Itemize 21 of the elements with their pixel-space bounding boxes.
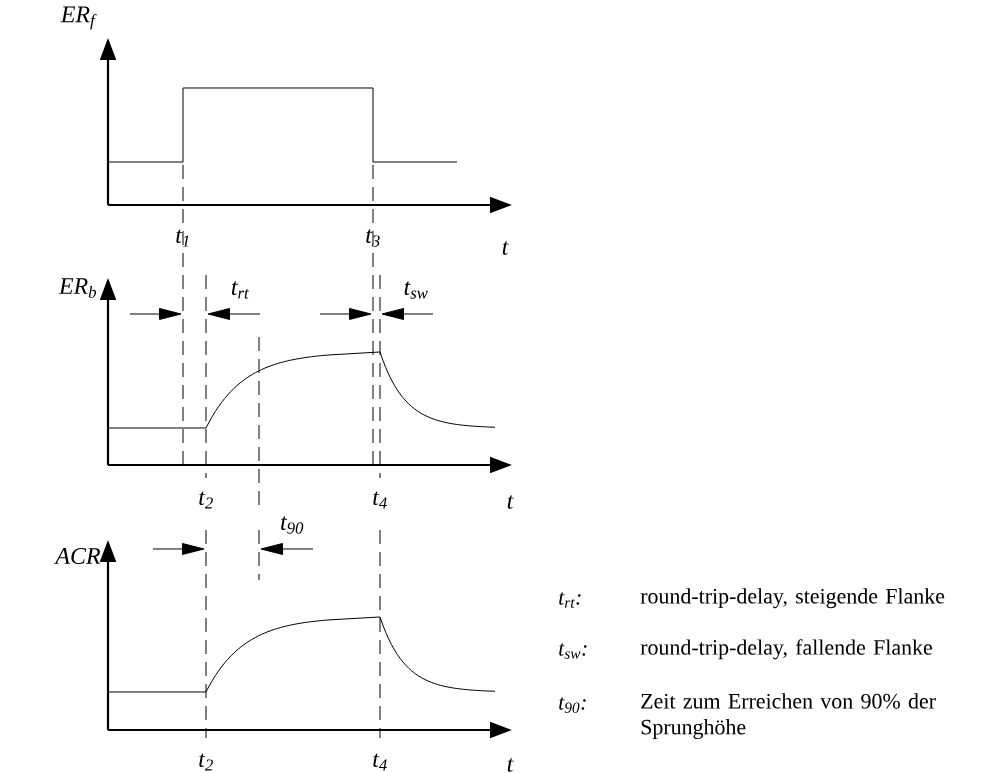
legend-symbol: t$_{rt}$:: [559, 592, 581, 608]
legend-symbol: t$_{90}$:: [559, 697, 586, 713]
legend-description: Zeit zum Erreichen von 90% der Sprunghöhe: [641, 693, 936, 740]
time-label: t$_{3}$: [366, 229, 380, 247]
time-label: t: [502, 241, 509, 255]
time-label: t$_{sw}$: [404, 281, 428, 299]
axis-label: ER$_{f}$: [60, 6, 97, 30]
time-label: t$_{4}$: [373, 491, 387, 509]
time-label: t$_{90}$: [281, 516, 304, 534]
time-label: t: [507, 495, 514, 509]
time-label: t$_{4}$: [373, 753, 387, 771]
axis-label: ER$_{b}$: [58, 278, 97, 298]
time-label: t$_{rt}$: [231, 281, 249, 299]
time-label: t: [507, 758, 514, 772]
time-label: t$_{2}$: [199, 753, 213, 771]
legend-symbol: t$_{sw}$:: [559, 643, 587, 659]
legend-description: round-trip-delay, steigende Flanke: [640, 588, 945, 609]
axis-label: ACR: [54, 547, 101, 564]
time-label: t$_{2}$: [199, 491, 213, 509]
legend-description: round-trip-delay, fallende Flanke: [640, 639, 932, 660]
time-label: t$_{1}$: [176, 229, 189, 247]
